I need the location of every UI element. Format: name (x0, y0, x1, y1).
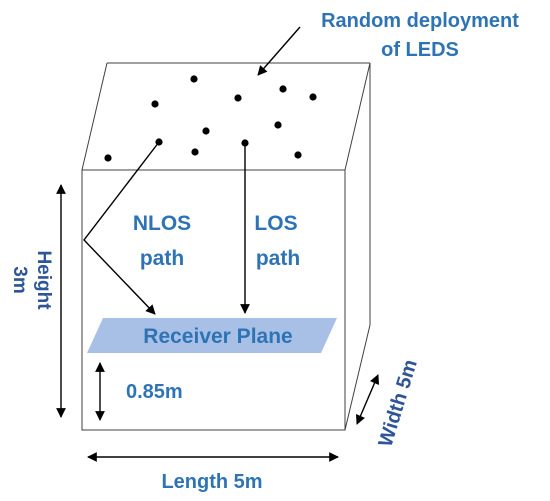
led-dot (191, 148, 199, 156)
los-label-line1: LOS (254, 212, 297, 235)
los-label-line2: path (256, 247, 300, 270)
callout-label-line2: of LEDS (381, 39, 459, 61)
height-label-line2: 3m (9, 266, 30, 293)
receiver-plane-label: Receiver Plane (143, 325, 292, 348)
led-group (104, 75, 317, 162)
width-arrow (355, 374, 380, 425)
led-dot (279, 85, 287, 93)
room-top-left-edge (81, 62, 108, 171)
led-dot (151, 100, 159, 108)
led-dot (104, 154, 112, 162)
callout-arrow (257, 26, 301, 76)
led-dot (234, 94, 242, 102)
led-dot (294, 151, 302, 159)
receiver-height-label: 0.85m (126, 381, 183, 403)
led-dot (309, 93, 317, 101)
length-label: Length 5m (161, 471, 262, 493)
nlos-label-line2: path (140, 247, 184, 270)
height-label-line1: Height (33, 250, 54, 310)
room-bottom-right-edge (344, 324, 371, 431)
nlos-label-line1: NLOS (133, 212, 191, 235)
led-dot (202, 127, 210, 135)
room-front-face (81, 169, 346, 431)
room-box (81, 62, 371, 431)
receiver-plane (87, 318, 337, 353)
nlos-path-arrow (83, 141, 160, 315)
led-dot (190, 75, 198, 83)
width-label: Width 5m (375, 357, 422, 449)
callout-label-line1: Random deployment (321, 10, 519, 32)
led-dot (274, 121, 282, 129)
room-top-right-edge (344, 62, 371, 171)
